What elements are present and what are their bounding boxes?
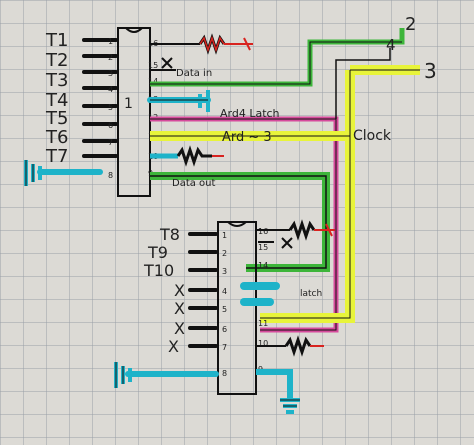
label-t10: T10: [143, 261, 174, 280]
top-chip-input-labels: T1 T2 T3 T4 T5 T6 T7: [45, 30, 68, 167]
pin-15: 15: [148, 61, 158, 70]
label-clock: Clock: [353, 128, 392, 144]
label-wire-4: 4: [386, 36, 396, 54]
vcc-resistor-bottom: [256, 219, 335, 241]
bpin-11: 11: [258, 319, 268, 328]
label-data-out: Data out: [172, 178, 216, 189]
bpin-1: 1: [222, 231, 227, 240]
pin-5: 5: [108, 103, 113, 112]
vcc-resistor-top: [150, 33, 253, 55]
chip-number: 1: [124, 96, 133, 112]
wire-oe-ground: [147, 90, 211, 112]
bottom-ground-pin9: [256, 369, 300, 414]
top-ground-symbol: [24, 160, 103, 186]
label-t6: T6: [45, 127, 68, 148]
label-t2: T2: [45, 50, 68, 71]
bpin-4: 4: [222, 287, 227, 296]
label-t7: T7: [45, 146, 68, 167]
label-t1: T1: [45, 30, 68, 51]
wire-data-out: Data out: [150, 172, 330, 272]
bpin-2: 2: [222, 249, 227, 258]
pin-6: 6: [108, 121, 113, 130]
top-chip-left-pin-numbers: 1 2 3 4 5 6 7 8: [108, 37, 113, 180]
bottom-chip-left-pin-numbers: 1 2 3 4 5 6 7 8: [222, 231, 227, 378]
label-t8: T8: [159, 225, 180, 244]
label-x3: X: [174, 319, 185, 338]
resistor-pin10-bottom: [256, 335, 324, 357]
bpin-16: 16: [258, 227, 268, 236]
bottom-x-mark: [258, 237, 293, 249]
top-input-buttons: [82, 38, 118, 158]
label-latch: latch: [300, 289, 322, 299]
pin-1: 1: [108, 37, 113, 46]
label-ard4-latch: Ard4 Latch: [220, 107, 280, 120]
bottom-ground-symbol: [114, 362, 219, 388]
wire-clock: Ard ~ 3 Clock 3: [150, 59, 437, 323]
top-x-mark: [161, 57, 173, 69]
pin-3: 3: [108, 69, 113, 78]
bpin-14: 14: [258, 261, 268, 270]
label-t4: T4: [45, 90, 68, 111]
pin-8: 8: [108, 171, 113, 180]
wire-latch: Ard4 Latch 4: [150, 36, 396, 333]
label-t3: T3: [45, 70, 68, 91]
bottom-chip-input-labels: T8 T9 T10 X X X X: [143, 225, 185, 356]
bpin-7: 7: [222, 343, 227, 352]
bpin-8: 8: [222, 369, 227, 378]
top-shift-register-chip: [117, 27, 151, 197]
bottom-input-buttons: [188, 232, 218, 348]
pin-7: 7: [108, 138, 113, 147]
bpin-15: 15: [258, 243, 268, 252]
bpin-5: 5: [222, 305, 227, 314]
bpin-6: 6: [222, 325, 227, 334]
label-t5: T5: [45, 108, 68, 129]
label-x4: X: [168, 337, 179, 356]
resistor-pin10-top: [150, 145, 224, 167]
label-data-in: Data in: [176, 68, 212, 79]
label-x1: X: [174, 281, 185, 300]
bpin-10: 10: [258, 339, 268, 348]
pin-4: 4: [108, 85, 113, 94]
label-wire-3: 3: [424, 59, 437, 83]
wire-data-in: Data in 2: [150, 14, 416, 87]
bpin-3: 3: [222, 267, 227, 276]
label-t9: T9: [147, 243, 168, 262]
label-wire-2: 2: [405, 14, 416, 35]
label-ard3: Ard ~ 3: [222, 130, 272, 145]
pin-2: 2: [108, 53, 113, 62]
bottom-oe-ground: [240, 282, 280, 306]
label-x2: X: [174, 299, 185, 318]
